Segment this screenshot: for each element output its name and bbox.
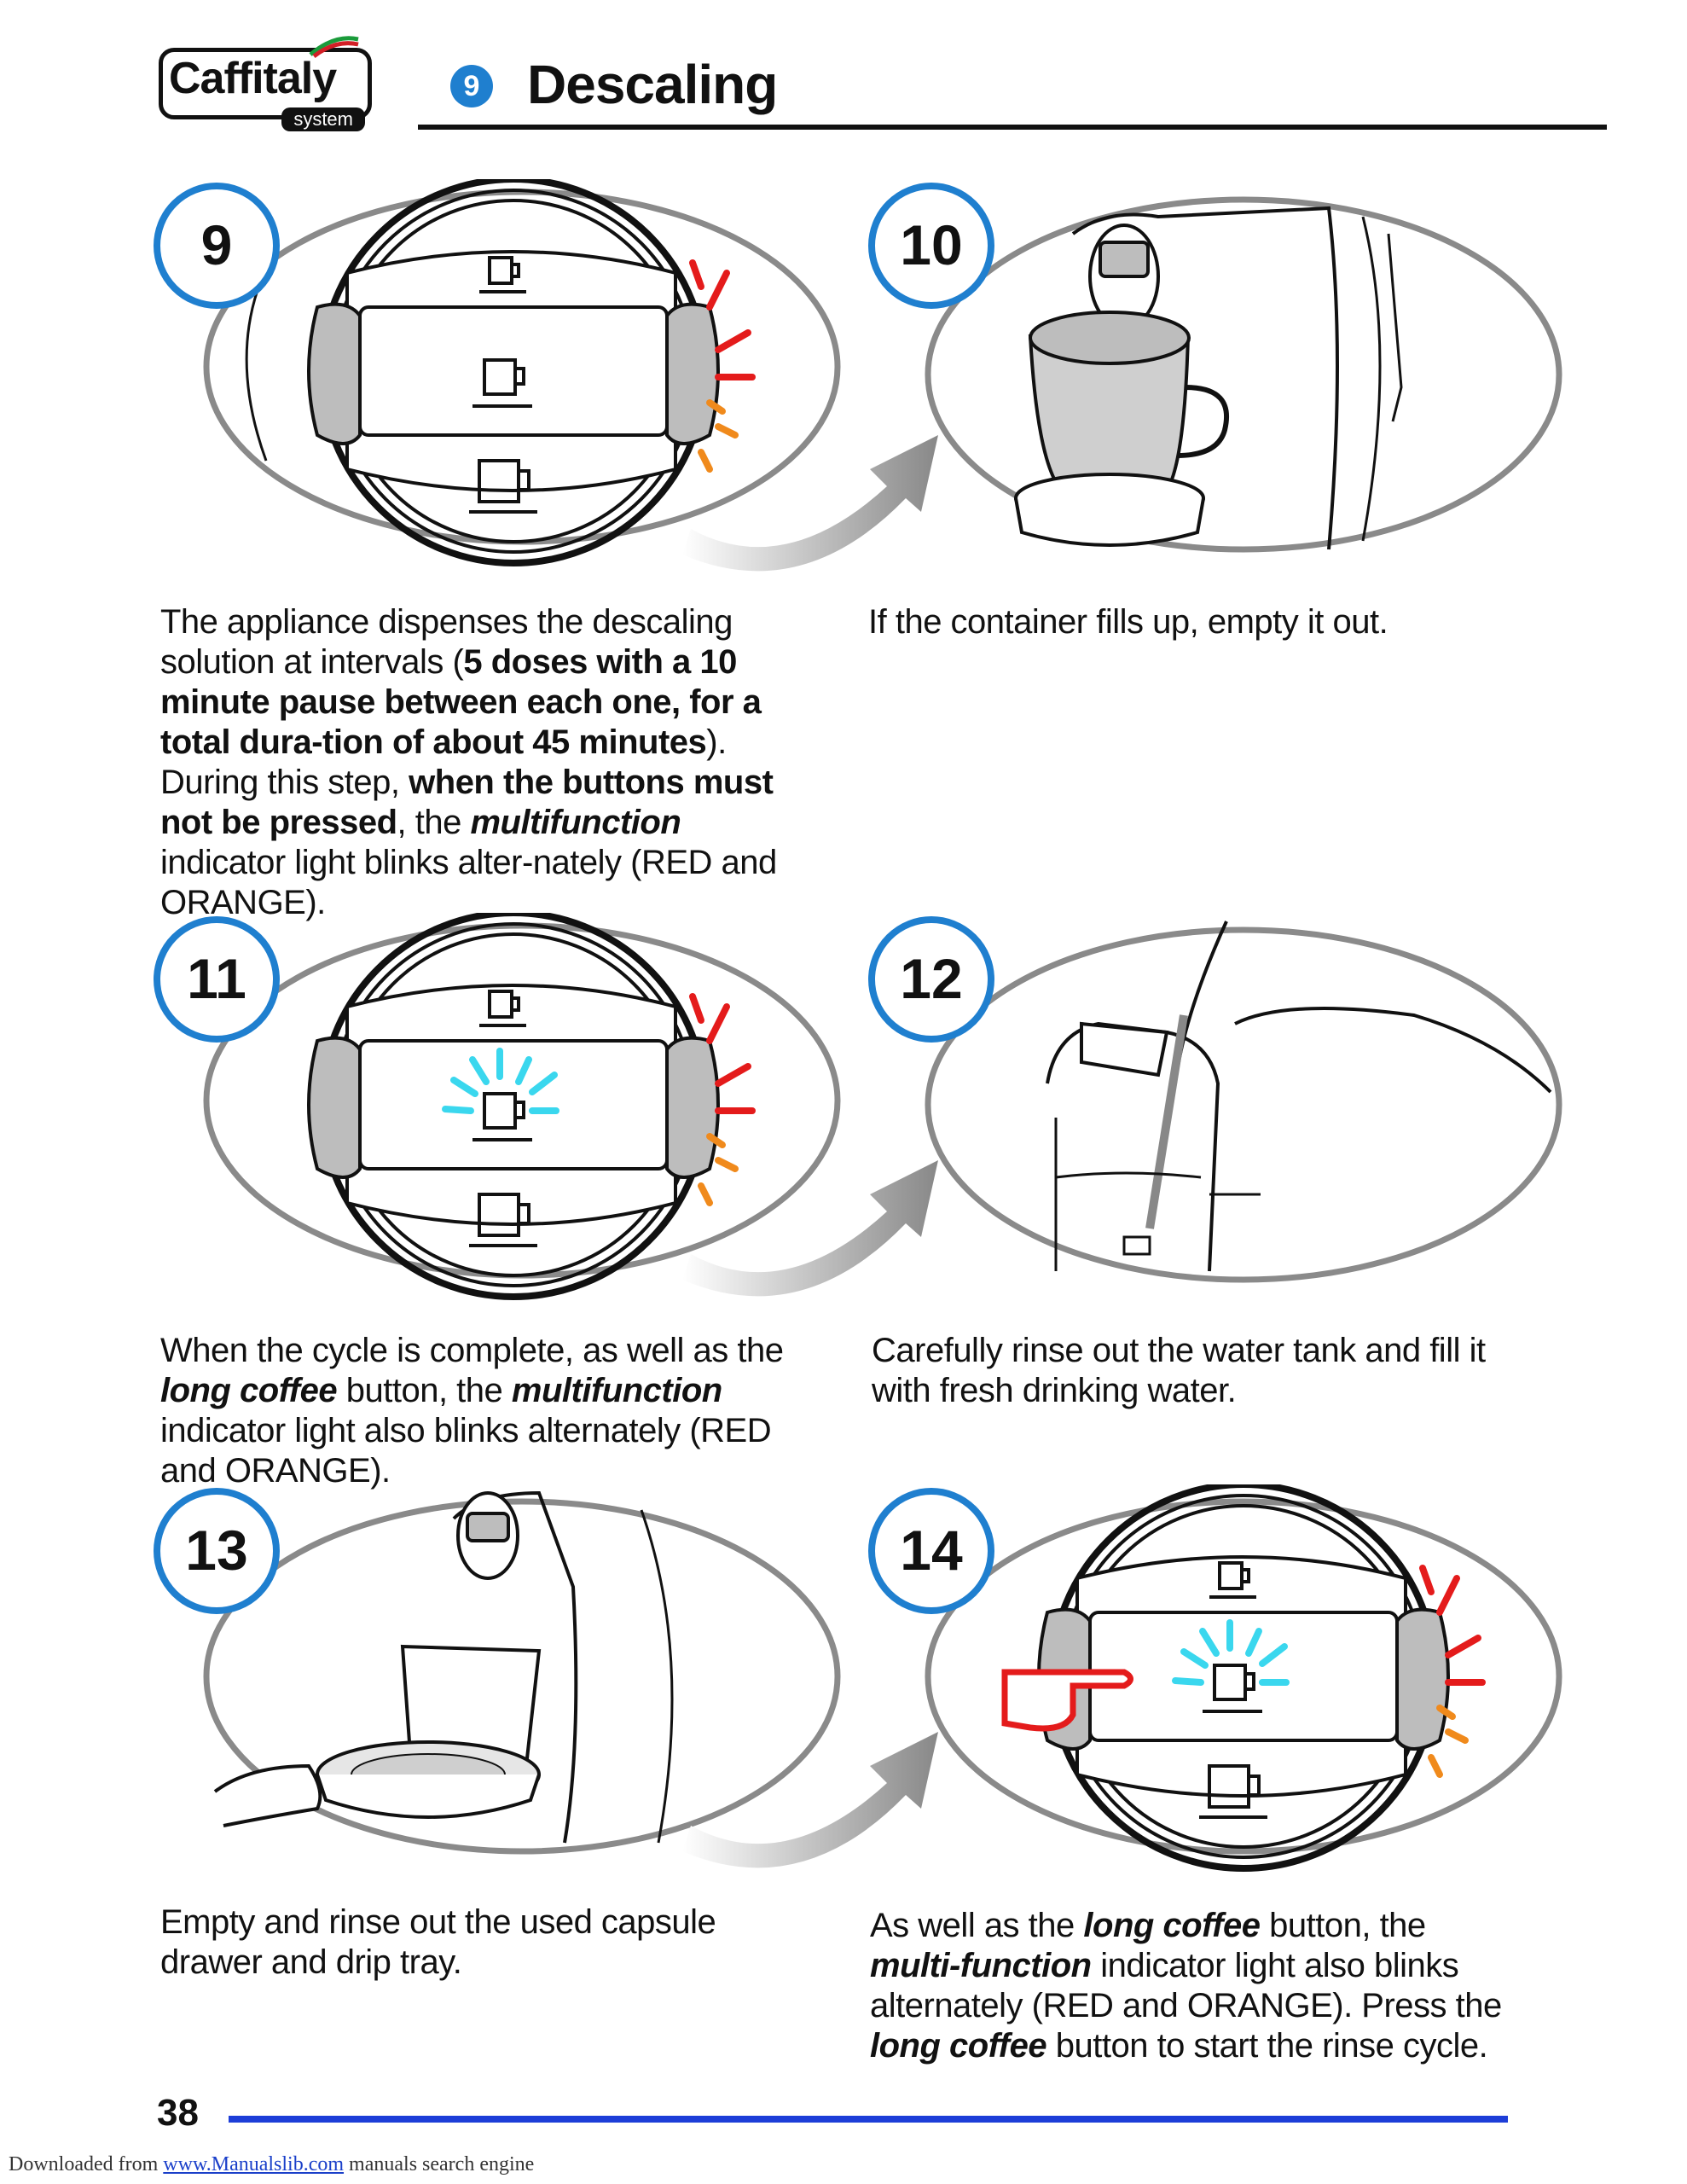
brand-logo: Caffitaly system <box>159 36 377 131</box>
text-run: The appliance dispenses the descaling so… <box>160 603 733 681</box>
text-run: button to start the rinse cycle. <box>1046 2027 1488 2065</box>
text-run: When the cycle is complete, as well as t… <box>160 1332 784 1369</box>
section-title: Descaling <box>527 54 778 115</box>
step-number-badge: 9 <box>154 183 280 309</box>
footer-suffix: manuals search engine <box>344 2153 535 2175</box>
text-run: button, the <box>1260 1907 1426 1944</box>
step-14-illustration <box>902 1484 1568 1877</box>
text-run-bold-italic: long coffee <box>1083 1907 1261 1944</box>
step-11-illustration <box>198 913 863 1305</box>
curved-arrow-icon <box>682 1160 938 1297</box>
step-number-badge: 11 <box>154 916 280 1043</box>
header-rule <box>418 125 1607 130</box>
step-9-description: The appliance dispenses the descaling so… <box>160 602 791 923</box>
text-run: ). During this step, <box>160 723 727 801</box>
text-run-bold: 5 doses with a 10 minute pause between e… <box>160 643 762 761</box>
step-number-badge: 13 <box>154 1488 280 1614</box>
text-run: indicator light also blinks alternately … <box>160 1412 772 1490</box>
step-9-illustration <box>198 179 863 572</box>
download-footer: Downloaded from www.Manualslib.com manua… <box>9 2153 534 2176</box>
page-number: 38 <box>157 2092 199 2134</box>
step-10-description: If the container fills up, empty it out. <box>868 603 1388 641</box>
logo-wordmark: Caffitaly <box>169 54 337 103</box>
step-number-badge: 10 <box>868 183 994 309</box>
curved-arrow-icon <box>682 1732 938 1868</box>
footer-prefix: Downloaded from <box>9 2153 164 2175</box>
footer-rule <box>229 2116 1508 2123</box>
step-11-description: When the cycle is complete, as well as t… <box>160 1331 809 1491</box>
text-run-bold: when the buttons must not be pressed <box>160 764 774 841</box>
text-run: As well as the <box>870 1907 1084 1944</box>
text-run-bold-italic: long coffee <box>160 1372 338 1409</box>
step-13-illustration <box>198 1484 863 1877</box>
step-12-description: Carefully rinse out the water tank and f… <box>872 1332 1486 1409</box>
step-number-badge: 12 <box>868 916 994 1043</box>
text-run: indicator light blinks alter-nately (RED… <box>160 844 777 921</box>
manualslib-link[interactable]: www.Manualslib.com <box>163 2153 345 2175</box>
curved-arrow-icon <box>682 435 938 572</box>
text-run: , the <box>397 804 471 841</box>
text-run-bold-italic: multifunction <box>470 804 681 841</box>
logo-frame <box>159 48 372 119</box>
step-14-description: As well as the long coffee button, the m… <box>870 1906 1518 2066</box>
text-run: button, the <box>337 1372 512 1409</box>
logo-swoosh-icon <box>309 36 359 58</box>
step-12-illustration <box>902 913 1568 1305</box>
text-run: indicator light also blinks alternately … <box>870 1947 1502 2024</box>
section-number-badge: 9 <box>450 65 493 107</box>
logo-subtext: system <box>281 107 365 131</box>
text-run-bold-italic: multi-function <box>870 1947 1092 1984</box>
step-13-description: Empty and rinse out the used capsule dra… <box>160 1903 716 1981</box>
step-10-illustration <box>902 183 1568 575</box>
text-run-bold-italic: multifunction <box>511 1372 722 1409</box>
text-run-bold-italic: long coffee <box>870 2027 1047 2065</box>
step-number-badge: 14 <box>868 1488 994 1614</box>
